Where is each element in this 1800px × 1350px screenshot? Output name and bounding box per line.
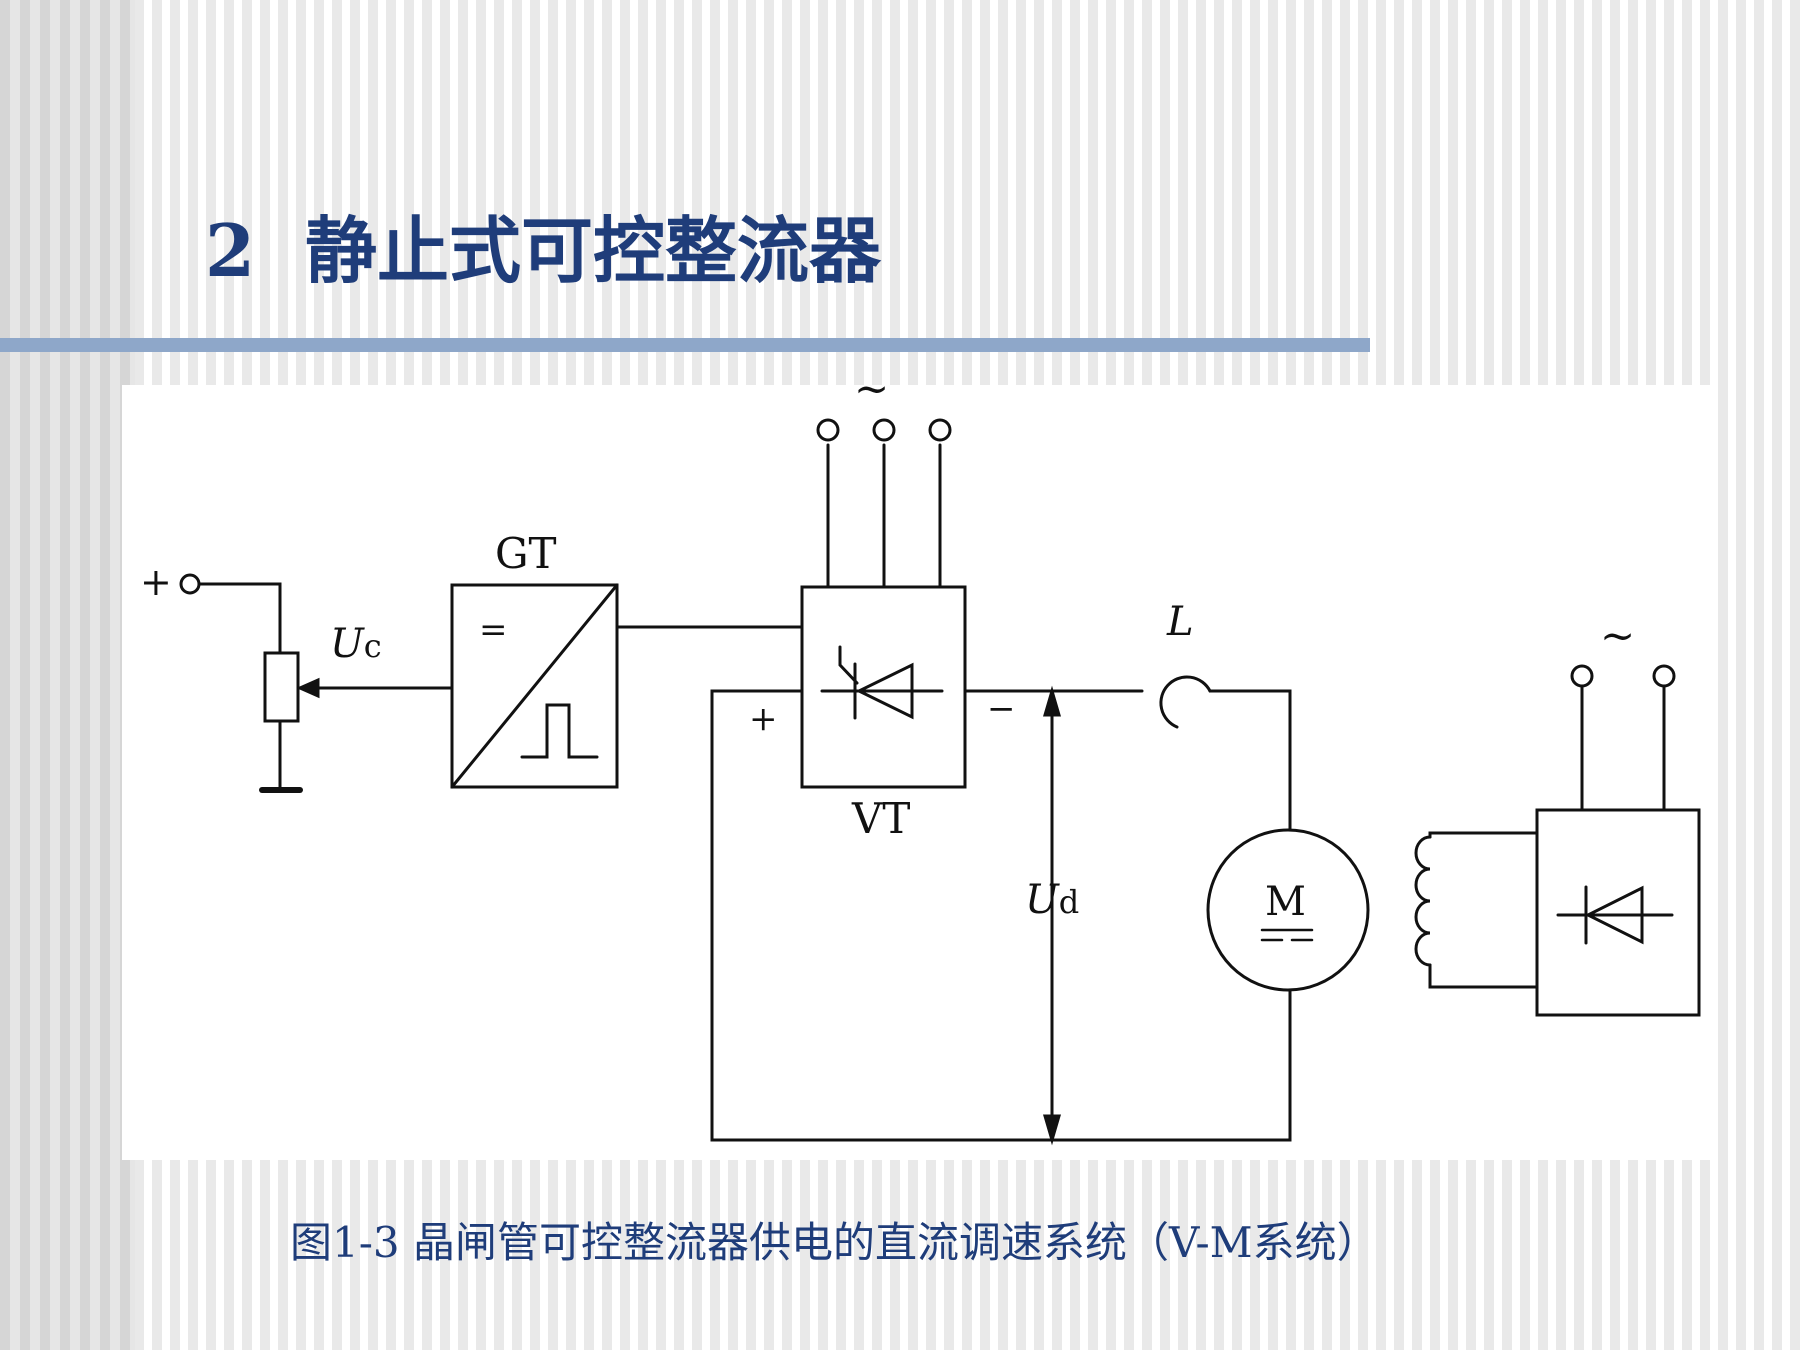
uc-label: Uc [330,621,382,667]
potentiometer-body [263,651,300,723]
inductor-label: L [1166,599,1194,645]
title-underline-bar [0,338,1370,352]
field-ac-terminal-2 [1652,664,1676,688]
field-ac-terminal-1 [1570,664,1594,688]
gt-symbol-label: = [479,610,508,650]
wiper-arrowhead [296,677,320,699]
vt-plus-label: + [749,699,778,739]
motor-label: M [1265,879,1306,925]
gt-label: GT [495,529,557,578]
ud-arrow-bottom [1043,1114,1061,1146]
inductor-to-motor-wire [1208,689,1292,832]
figure-caption: 图1-3 晶闸管可控整流器供电的直流调速系统（V-M系统） [290,1218,1379,1267]
field-ac-label: ~ [1600,611,1635,660]
ud-label: Ud [1025,877,1079,923]
input-terminal [179,573,201,595]
circuit-diagram-panel: + Uc GT = VT + − ~ L Ud M ~ [122,385,1712,1160]
ac-terminal-3 [928,418,952,442]
field-rectifier-block [1535,808,1701,1017]
slide-title-text: 静止式可控整流器 [305,208,882,293]
motor-symbol [1206,828,1370,992]
vt-minus-label: − [987,689,1016,729]
input-plus-label: + [140,560,172,604]
ac-terminal-1 [816,418,840,442]
vt-gate-lead [838,645,859,685]
vm-system-circuit-diagram: + Uc GT = VT + − ~ L Ud M ~ [140,385,1701,1146]
inductor-symbol [1159,675,1212,729]
slide-number: 2 [205,208,256,293]
field-diode-triangle [1584,885,1644,945]
ac-supply-label: ~ [854,385,889,413]
ac-terminal-2 [872,418,896,442]
vt-label: VT [851,794,910,843]
ud-arrow-top [1043,685,1061,717]
field-wire-bottom [1428,963,1539,989]
field-coil [1414,835,1432,967]
slide-background-band [0,0,135,1350]
gt-pulse-symbol [520,703,599,759]
vt-converter-block [800,585,967,789]
field-wire-top [1428,831,1539,839]
vt-thyristor-triangle [855,662,914,720]
gt-diagonal [450,583,619,789]
dc-return-wire [710,689,1292,1142]
input-wire [197,582,282,655]
